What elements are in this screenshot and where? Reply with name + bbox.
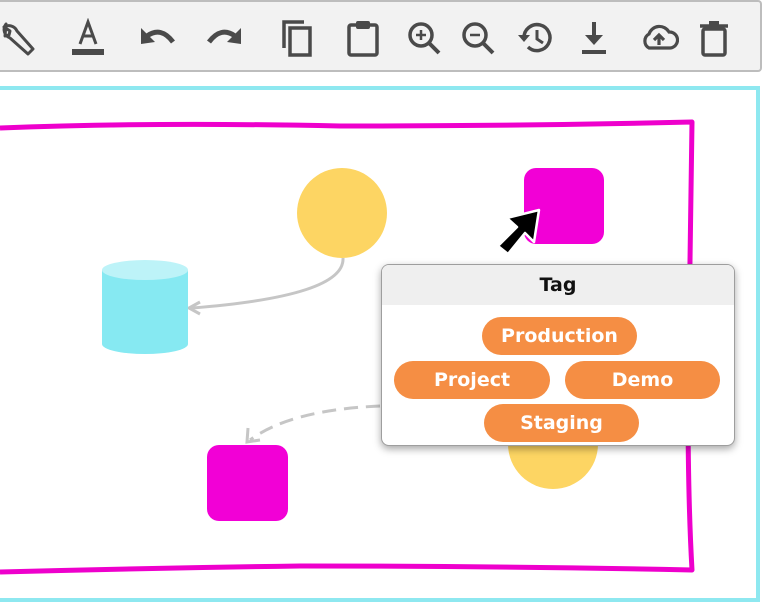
copy-button[interactable]: [270, 10, 322, 66]
history-icon: [518, 22, 552, 53]
cloud-upload-icon: [643, 24, 679, 50]
connector-solid: [191, 257, 345, 310]
tag-staging[interactable]: Staging: [484, 404, 639, 442]
tag-demo[interactable]: Demo: [565, 361, 720, 399]
text-color-button[interactable]: [62, 10, 114, 66]
paste-button[interactable]: [337, 10, 389, 66]
connector-dashed: [249, 404, 381, 442]
download-button[interactable]: [568, 10, 620, 66]
arrowhead-dashed: [245, 427, 261, 444]
text-color-icon: [72, 18, 104, 55]
redo-button[interactable]: [199, 10, 251, 66]
copy-icon: [282, 20, 312, 57]
zoom-out-button[interactable]: [452, 10, 504, 66]
wrench-icon: [2, 22, 35, 56]
delete-icon: [700, 21, 728, 57]
tag-production[interactable]: Production: [482, 317, 637, 355]
popup-title: Tag: [382, 265, 734, 305]
zoom-in-button[interactable]: [398, 10, 450, 66]
arrowhead-solid: [185, 300, 201, 316]
circle-shape[interactable]: [297, 168, 387, 258]
undo-button[interactable]: [131, 10, 183, 66]
zoom-out-icon: [462, 22, 495, 55]
cursor-arrow-icon: [496, 208, 541, 256]
square-shape[interactable]: [524, 168, 604, 244]
tag-project[interactable]: Project: [394, 361, 550, 399]
paste-icon: [347, 21, 379, 57]
redo-icon: [207, 28, 241, 44]
cylinder-shape[interactable]: [102, 260, 188, 354]
delete-button[interactable]: [688, 10, 740, 66]
history-button[interactable]: [510, 10, 562, 66]
tag-popup: Tag Production Project Demo Staging: [381, 264, 735, 446]
cloud-upload-button[interactable]: [633, 10, 685, 66]
toolbar: [0, 0, 762, 72]
zoom-in-icon: [408, 22, 441, 55]
wrench-button[interactable]: [0, 10, 44, 66]
square-shape[interactable]: [207, 445, 288, 521]
undo-icon: [141, 28, 175, 44]
download-icon: [582, 22, 606, 54]
